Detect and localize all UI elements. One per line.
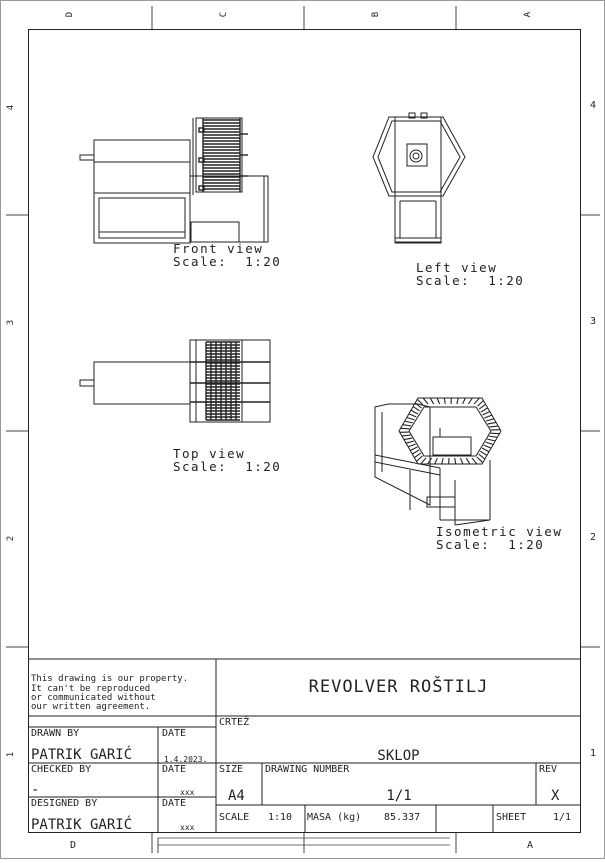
zone-label-top-d: D (66, 12, 75, 17)
rev-value: X (551, 789, 559, 803)
isometric-view-scale: Scale: 1:20 (436, 539, 544, 552)
drawn-by-value: PATRIK GARIĆ (31, 748, 132, 762)
front-view-scale: Scale: 1:20 (173, 256, 281, 269)
checked-date-value: xxx (180, 789, 194, 797)
drawing-number-value: 1/1 (262, 789, 536, 803)
drawn-date-value: 1.4.2023. (164, 756, 207, 764)
zone-label-top-b: B (372, 12, 381, 17)
rev-label: REV (539, 765, 557, 775)
isometric-hatch (400, 398, 500, 464)
drawn-by-label: DRAWN BY (31, 729, 79, 739)
zone-ticks (6, 6, 600, 853)
zone-label-left-4: 4 (7, 105, 16, 110)
zone-label-top-a: A (524, 12, 533, 17)
drawing-number-label: DRAWING NUMBER (265, 765, 349, 775)
scale-value: 1:10 (268, 813, 292, 823)
scale-label: SCALE (219, 813, 249, 823)
size-label: SIZE (219, 765, 243, 775)
sheet-label: SHEET (496, 813, 526, 823)
zone-label-right-1: 1 (590, 749, 596, 759)
masa-label: MASA (kg) (307, 813, 361, 823)
zone-label-bottom-a: A (527, 841, 533, 851)
designed-date-value: xxx (180, 824, 194, 832)
left-view-drawing (373, 113, 465, 243)
inner-frame (29, 30, 581, 833)
zone-label-right-2: 2 (590, 533, 596, 543)
zone-label-top-c: C (220, 12, 229, 17)
crtez-label: CRTEŽ (219, 718, 249, 728)
sheet-value: 1/1 (553, 813, 571, 823)
notice-line-1: This drawing is our property. (31, 675, 188, 684)
zone-label-left-1: 1 (7, 752, 16, 757)
designed-by-label: DESIGNED BY (31, 799, 97, 809)
top-view-hatch (190, 342, 270, 420)
zone-label-right-3: 3 (590, 317, 596, 327)
zone-label-bottom-d: D (70, 841, 76, 851)
checked-date-label: DATE (162, 765, 186, 775)
size-value: A4 (228, 789, 245, 803)
designed-by-value: PATRIK GARIĆ (31, 818, 132, 832)
zone-label-left-3: 3 (7, 320, 16, 325)
zone-label-right-4: 4 (590, 101, 596, 111)
top-view-scale: Scale: 1:20 (173, 461, 281, 474)
masa-value: 85.337 (384, 813, 420, 823)
drawing-title: REVOLVER ROŠTILJ (216, 679, 581, 696)
front-view-hatch (199, 118, 248, 192)
left-view-scale: Scale: 1:20 (416, 275, 524, 288)
crtez-value: SKLOP (216, 749, 581, 763)
drawn-date-label: DATE (162, 729, 186, 739)
notice-line-4: our written agreement. (31, 703, 150, 712)
checked-by-label: CHECKED BY (31, 765, 91, 775)
top-view-drawing (80, 340, 270, 422)
designed-date-label: DATE (162, 799, 186, 809)
zone-label-left-2: 2 (7, 536, 16, 541)
checked-by-value: - (31, 783, 39, 797)
